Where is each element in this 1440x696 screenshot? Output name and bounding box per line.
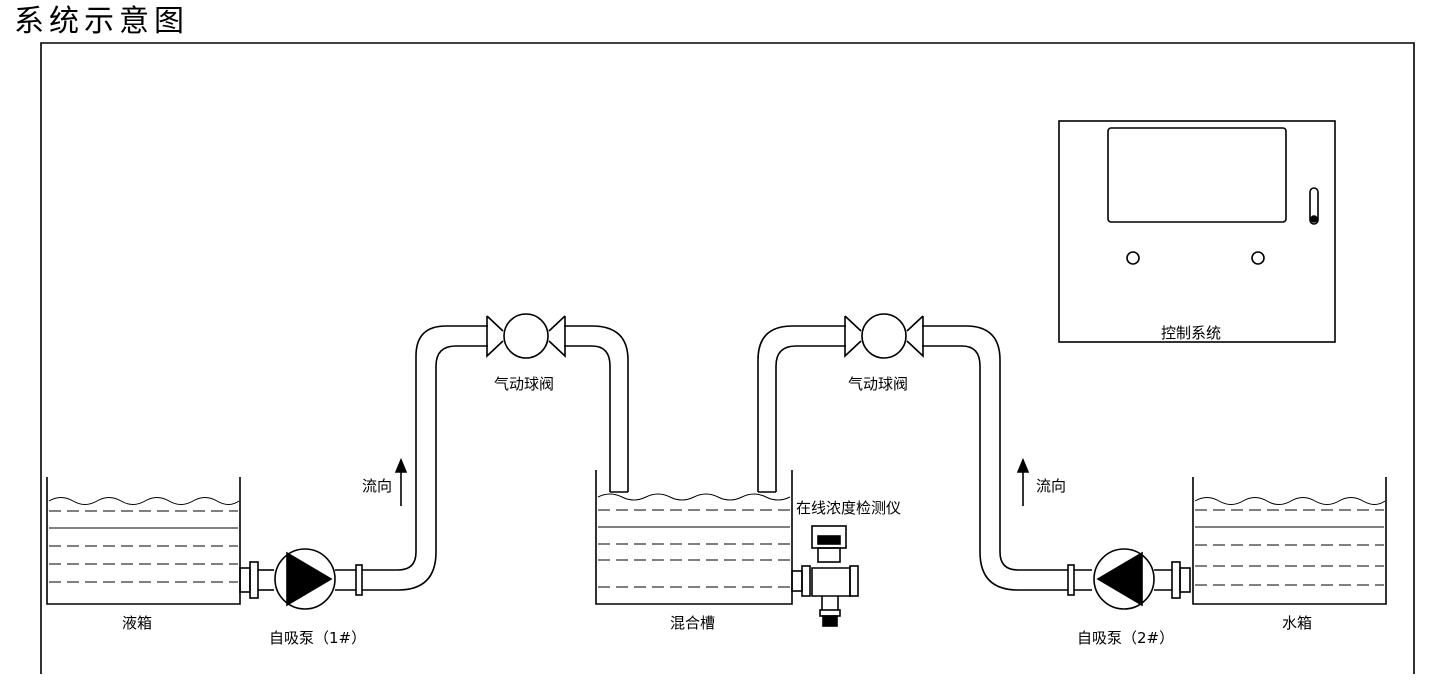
detector-label: 在线浓度检测仪 — [796, 499, 901, 517]
valve-1-label: 气动球阀 — [494, 375, 554, 393]
pipe-right — [757, 325, 1068, 591]
control-cabinet — [1058, 120, 1336, 343]
ball-valve-1 — [486, 313, 566, 359]
diagram-frame — [40, 42, 1415, 674]
water-tank — [1192, 477, 1387, 605]
ball-valve-2 — [844, 313, 924, 359]
flow-2-label: 流向 — [1036, 477, 1066, 495]
page-title: 系统示意图 — [14, 4, 189, 39]
control-system-label: 控制系统 — [1161, 324, 1221, 342]
flow-arrow-2 — [1016, 457, 1030, 506]
valve-2-label: 气动球阀 — [848, 375, 908, 393]
pump-2-label: 自吸泵（2#） — [1077, 629, 1174, 647]
liquid-tank-label: 液箱 — [122, 614, 152, 632]
pump-1 — [239, 548, 363, 610]
pump-1-label: 自吸泵（1#） — [269, 629, 366, 647]
pump-2 — [1067, 548, 1191, 610]
liquid-tank — [46, 477, 241, 605]
flow-1-label: 流向 — [362, 477, 392, 495]
concentration-detector — [791, 525, 859, 627]
pipe-left — [362, 325, 629, 591]
water-tank-label: 水箱 — [1282, 614, 1312, 632]
flow-arrow-1 — [394, 457, 408, 506]
mixing-tank-label: 混合槽 — [670, 614, 715, 632]
mixing-tank — [595, 470, 793, 605]
